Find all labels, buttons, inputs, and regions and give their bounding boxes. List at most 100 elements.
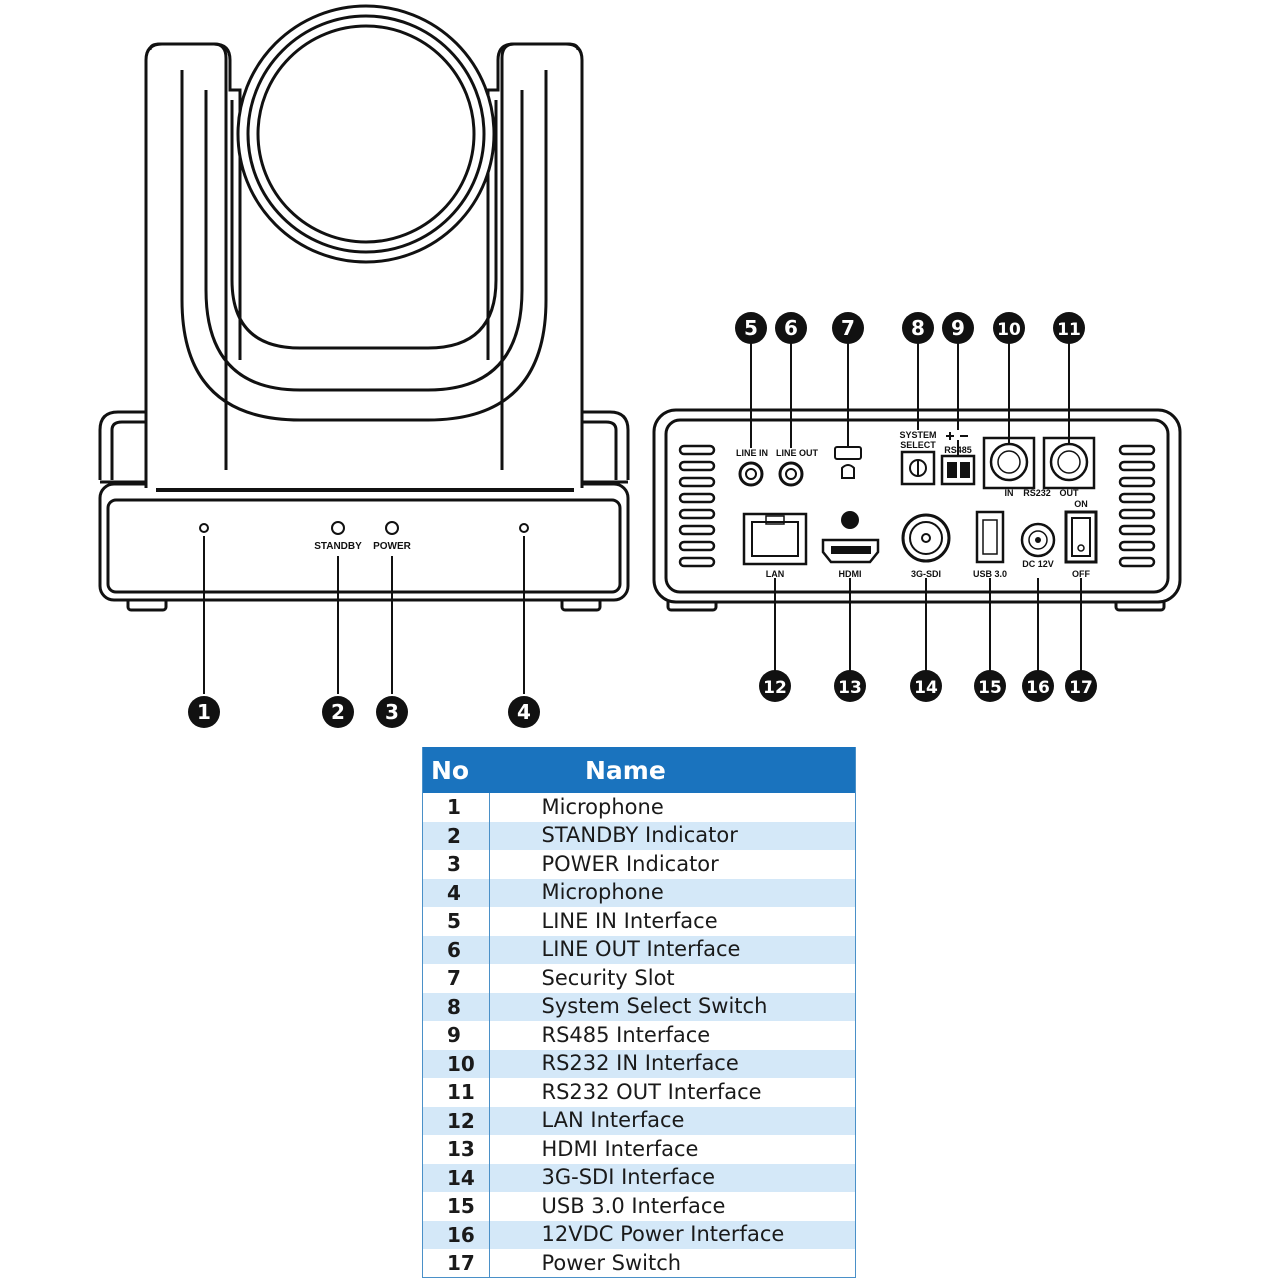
callout-number: 1 xyxy=(197,700,211,724)
callout-circle xyxy=(508,696,540,728)
callout-6: 6 xyxy=(775,312,807,344)
dc-label: DC 12V xyxy=(1022,559,1054,569)
callout-circle xyxy=(1022,670,1054,702)
callout-1: 1 xyxy=(188,696,220,728)
callout-circle xyxy=(188,696,220,728)
callout-circle xyxy=(759,670,791,702)
power-label: POWER xyxy=(373,541,412,552)
callout-13: 13 xyxy=(834,670,866,702)
callout-circle xyxy=(902,312,934,344)
row-number: 9 xyxy=(422,1021,490,1050)
lan-label: LAN xyxy=(766,569,785,579)
callout-5: 5 xyxy=(735,312,767,344)
callout-number: 3 xyxy=(385,700,399,724)
callout-number: 11 xyxy=(1057,320,1081,340)
table-row: 3 POWER Indicator xyxy=(422,850,856,879)
rs485-label: RS485 xyxy=(944,445,972,455)
hdmi-label: HDMI xyxy=(839,569,862,579)
callout-number: 4 xyxy=(517,700,531,724)
callout-circle xyxy=(834,670,866,702)
callout-number: 9 xyxy=(951,316,965,340)
callout-16: 16 xyxy=(1022,670,1054,702)
row-number: 12 xyxy=(422,1106,490,1135)
switch-on-label: ON xyxy=(1074,499,1088,509)
row-name: LAN Interface xyxy=(541,1108,685,1133)
callout-11: 11 xyxy=(1053,312,1085,344)
table-row: 12 LAN Interface xyxy=(422,1106,856,1135)
callout-circle xyxy=(735,312,767,344)
table-row: 2 STANDBY Indicator xyxy=(422,821,856,850)
row-name: Microphone xyxy=(541,880,664,905)
standby-label: STANDBY xyxy=(314,541,362,552)
system-select-label-1: SYSTEM xyxy=(899,430,936,440)
callout-number: 6 xyxy=(784,316,798,340)
row-number: 11 xyxy=(422,1078,490,1107)
callout-8: 8 xyxy=(902,312,934,344)
header-name: Name xyxy=(585,755,666,785)
row-name: Security Slot xyxy=(541,965,675,990)
callout-circle xyxy=(376,696,408,728)
sdi-label: 3G-SDI xyxy=(911,569,941,579)
row-number: 10 xyxy=(422,1049,490,1078)
row-number: 7 xyxy=(422,964,490,993)
callout-4: 4 xyxy=(508,696,540,728)
callout-10: 10 xyxy=(993,312,1025,344)
row-name: LINE OUT Interface xyxy=(541,937,741,962)
callout-number: 7 xyxy=(841,316,855,340)
row-name: Power Switch xyxy=(541,1250,682,1275)
callout-15: 15 xyxy=(974,670,1006,702)
row-name: RS232 IN Interface xyxy=(541,1051,739,1076)
row-name: RS485 Interface xyxy=(541,1022,711,1047)
row-name: STANDBY Indicator xyxy=(541,823,738,848)
table-row: 10 RS232 IN Interface xyxy=(422,1049,856,1078)
row-name: HDMI Interface xyxy=(541,1136,699,1161)
line-out-label: LINE OUT xyxy=(776,448,819,458)
table-header-row: No Name xyxy=(422,747,856,793)
callout-circle xyxy=(322,696,354,728)
table-row: 9 RS485 Interface xyxy=(422,1021,856,1050)
row-number: 2 xyxy=(422,821,490,850)
table-row: 7 Security Slot xyxy=(422,964,856,993)
row-number: 6 xyxy=(422,935,490,964)
callout-circle xyxy=(775,312,807,344)
camera-rear-view xyxy=(652,342,1182,672)
row-name: POWER Indicator xyxy=(541,851,719,876)
callout-number: 10 xyxy=(997,320,1021,340)
callout-2: 2 xyxy=(322,696,354,728)
callout-7: 7 xyxy=(832,312,864,344)
callout-17: 17 xyxy=(1065,670,1097,702)
callout-circle xyxy=(910,670,942,702)
callout-number: 12 xyxy=(763,678,787,698)
table-row: 6 LINE OUT Interface xyxy=(422,935,856,964)
rs232-in-label: IN xyxy=(1005,488,1014,498)
callout-number: 8 xyxy=(911,316,925,340)
usb-label: USB 3.0 xyxy=(973,569,1007,579)
row-number: 3 xyxy=(422,850,490,879)
callout-12: 12 xyxy=(759,670,791,702)
row-name: 3G-SDI Interface xyxy=(541,1165,716,1190)
row-number: 1 xyxy=(422,793,490,822)
rs232-out-label: OUT xyxy=(1060,488,1080,498)
callout-number: 2 xyxy=(331,700,345,724)
row-number: 13 xyxy=(422,1135,490,1164)
callout-circle xyxy=(1053,312,1085,344)
row-name: USB 3.0 Interface xyxy=(541,1193,726,1218)
callout-circle xyxy=(942,312,974,344)
camera-front-view xyxy=(98,4,630,694)
rs232-label: RS232 xyxy=(1023,488,1051,498)
row-number: 4 xyxy=(422,878,490,907)
callout-number: 5 xyxy=(744,316,758,340)
callout-14: 14 xyxy=(910,670,942,702)
table-row: 4 Microphone xyxy=(422,878,856,907)
row-name: 12VDC Power Interface xyxy=(541,1222,785,1247)
row-name: System Select Switch xyxy=(541,994,768,1019)
callout-9: 9 xyxy=(942,312,974,344)
callout-number: 16 xyxy=(1026,678,1050,698)
